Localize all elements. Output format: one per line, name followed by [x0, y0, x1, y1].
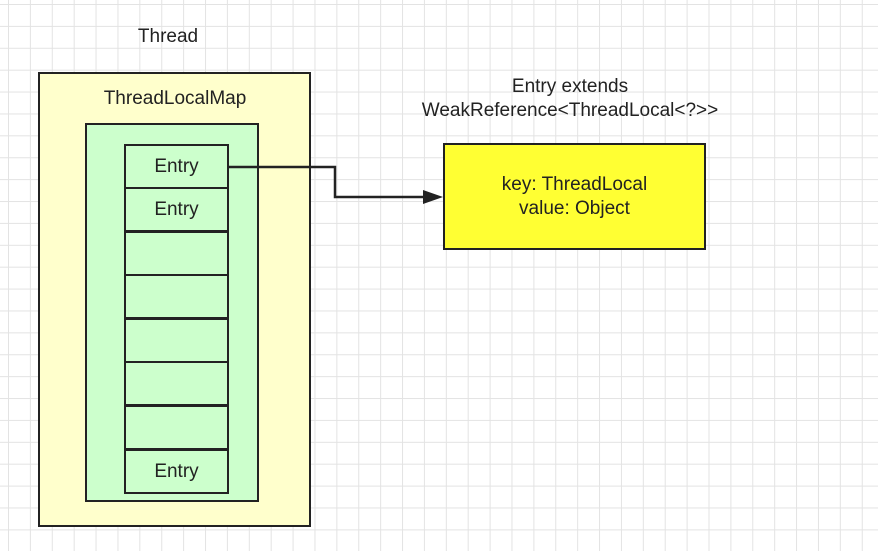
entry-caption-line1: Entry extends: [511, 76, 629, 97]
entry-caption-line2: WeakReference<ThreadLocal<?>>: [421, 100, 719, 121]
entry-value-line: value: Object: [519, 197, 630, 219]
entry-detail-box: key: ThreadLocal value: Object: [443, 143, 706, 250]
entry-class-caption: Entry extends WeakReference<ThreadLocal<…: [400, 75, 740, 123]
arrow-line: [229, 165, 426, 199]
entry-slot-3: [124, 231, 229, 276]
threadlocalmap-title: ThreadLocalMap: [103, 88, 247, 109]
entry-slot-8: Entry: [124, 449, 229, 494]
entry-slot-1: Entry: [124, 144, 229, 189]
arrow-head: [423, 190, 443, 204]
entry-key-line: key: ThreadLocal: [501, 173, 648, 195]
thread-title: Thread: [137, 26, 199, 47]
